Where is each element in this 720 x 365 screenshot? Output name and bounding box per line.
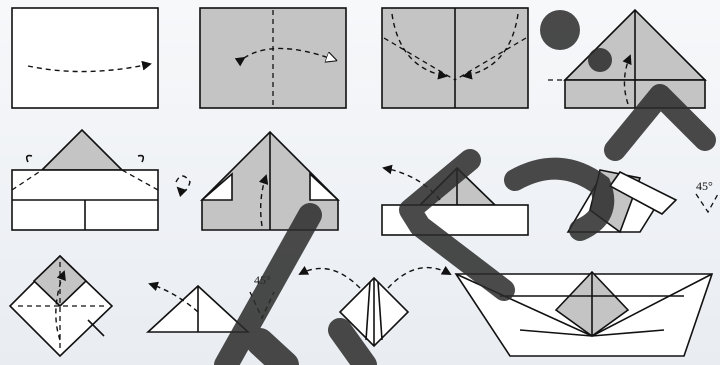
step-2 bbox=[200, 8, 346, 108]
step-1-sheet bbox=[12, 8, 158, 108]
step-5-triangle bbox=[42, 130, 122, 170]
step-11 bbox=[300, 268, 450, 346]
step-8-angle-label: 45° bbox=[696, 179, 713, 193]
step-5 bbox=[12, 130, 190, 230]
step-8-angle-mark bbox=[696, 194, 718, 212]
step-3 bbox=[382, 8, 528, 108]
step-9 bbox=[10, 256, 112, 356]
watermark-dot-2 bbox=[588, 48, 612, 72]
step-5-mark-right bbox=[138, 156, 143, 162]
step-5-mark-left bbox=[27, 156, 32, 162]
step-5-turn-over-icon bbox=[176, 176, 190, 191]
watermark-stroke-5 bbox=[340, 330, 365, 365]
step-11-arrow-right bbox=[388, 268, 450, 288]
step-6-corner-right bbox=[310, 174, 338, 200]
step-1 bbox=[12, 8, 158, 108]
watermark-dot-1 bbox=[540, 10, 580, 50]
watermark-stroke-2 bbox=[260, 342, 285, 365]
step-6-corner-left bbox=[202, 174, 232, 200]
step-11-arrow-left bbox=[300, 268, 360, 288]
